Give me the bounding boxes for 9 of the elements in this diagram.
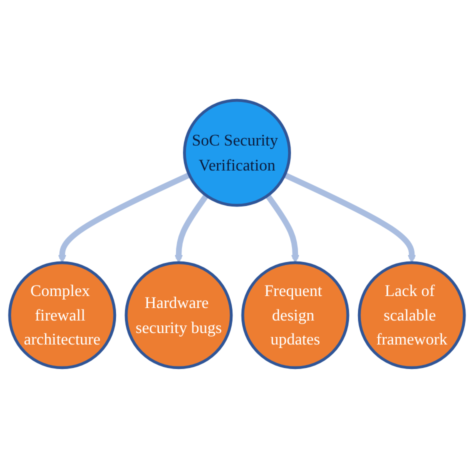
node-circle: Hardware security bugs bbox=[124, 261, 233, 370]
arrow bbox=[283, 172, 416, 264]
node-circle: SoC Security Verification bbox=[183, 98, 291, 207]
node-circle: Lack of scalable framework bbox=[358, 261, 466, 370]
arrow bbox=[265, 194, 300, 264]
node-circle: Frequent design updates bbox=[241, 261, 350, 370]
arrow bbox=[58, 172, 191, 264]
node-circle: Complex firewall architecture bbox=[8, 261, 116, 370]
arrow bbox=[174, 194, 209, 264]
